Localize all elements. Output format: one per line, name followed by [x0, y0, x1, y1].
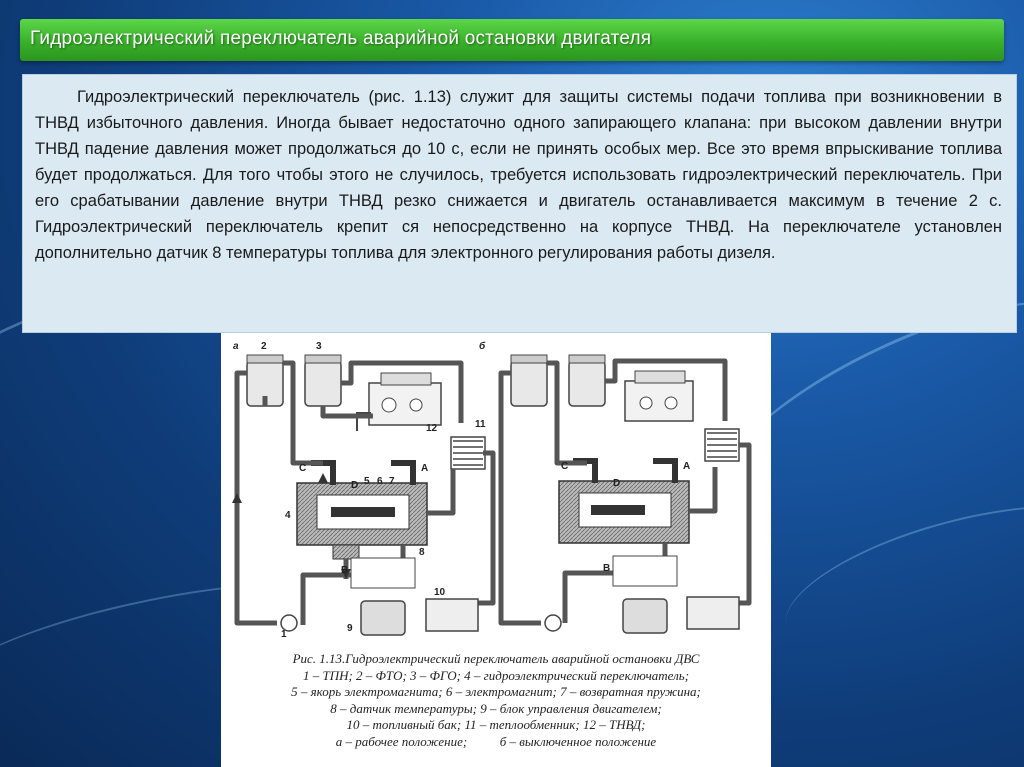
figure-diagram: а 1 2 3 4 5 6 7 8 9 10 11 12 A B C D б A…: [221, 333, 771, 767]
fuel-tank: [425, 598, 479, 632]
panel-b-label: б: [479, 340, 486, 352]
caption-line: 10 – топливный бак; 11 – теплообменник; …: [346, 717, 646, 733]
callout-b-d: D: [613, 478, 620, 489]
caption-line: Рис. 1.13.Гидроэлектрический переключате…: [292, 651, 700, 666]
callout-12: 12: [426, 423, 438, 434]
figure-caption: Рис. 1.13.Гидроэлектрический переключате…: [221, 651, 771, 751]
callout-1: 1: [281, 629, 287, 640]
caption-line: 5 – якорь электромагнита; 6 – электромаг…: [291, 684, 701, 700]
callout-4: 4: [285, 510, 291, 521]
callout-d: D: [351, 480, 358, 491]
slide-title-bar: Гидроэлектрический переключатель аварийн…: [20, 19, 1004, 61]
callout-b-b: B: [603, 563, 610, 574]
panel-a-diagram: [232, 354, 496, 636]
callout-6: 6: [377, 476, 383, 487]
description-box: Гидроэлектрический переключатель (рис. 1…: [22, 74, 1017, 333]
callout-b-c: C: [561, 461, 568, 472]
injection-pump-tnvd: [356, 372, 442, 431]
callout-b: B: [341, 565, 348, 576]
hydraulic-circuit-diagram: а 1 2 3 4 5 6 7 8 9 10 11 12 A B C D б A…: [232, 340, 752, 640]
callout-c: C: [299, 463, 306, 474]
fuel-filter-fgo: [304, 360, 342, 407]
callout-b-a: A: [683, 461, 690, 472]
callout-3: 3: [316, 341, 322, 352]
engine-control-unit: [360, 600, 406, 636]
heat-exchanger: [450, 436, 486, 470]
panel-a-label: а: [233, 341, 239, 352]
hydroelectric-switch: [296, 460, 428, 560]
callout-2: 2: [261, 341, 267, 352]
callout-11: 11: [475, 419, 486, 430]
callout-a: A: [421, 463, 428, 474]
callout-8: 8: [419, 547, 425, 558]
callout-5: 5: [364, 476, 370, 487]
background-streak: [770, 475, 1024, 687]
caption-line: а – рабочее положение; б – выключенное п…: [335, 733, 657, 749]
caption-line: 1 – ТПН; 2 – ФТО; 3 – ФГО; 4 – гидроэлек…: [302, 667, 690, 683]
callout-10: 10: [434, 587, 446, 598]
caption-line: 8 – датчик температуры; 9 – блок управле…: [330, 700, 662, 716]
callout-7: 7: [389, 476, 395, 487]
callout-9: 9: [347, 623, 353, 634]
fuel-feed-pump: [280, 614, 298, 632]
slide-title: Гидроэлектрический переключатель аварийн…: [30, 28, 652, 49]
panel-b-diagram: [498, 354, 752, 634]
description-paragraph: Гидроэлектрический переключатель (рис. 1…: [35, 88, 1002, 262]
